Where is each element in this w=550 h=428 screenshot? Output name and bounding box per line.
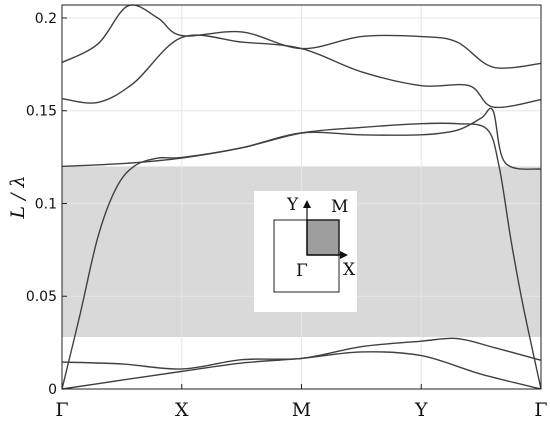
y-tick-label: 0.15	[26, 104, 57, 120]
band-line-6	[61, 4, 542, 69]
y-tick-label: 0.05	[26, 289, 57, 305]
x-tick-label: M	[292, 399, 311, 421]
x-tick-label: Y	[414, 399, 428, 421]
tick-layer: 0 0.05 0.1 0.15 0.2Γ X M Y Γ	[26, 11, 548, 421]
inset-y-arrowhead-icon	[303, 200, 311, 208]
y-tick-label: 0.2	[35, 11, 57, 27]
y-tick-label: 0	[48, 382, 57, 398]
inset-irreducible-zone	[306, 219, 340, 256]
x-tick-label: Γ	[55, 399, 68, 421]
y-axis-label: L / λ	[7, 175, 29, 219]
x-tick-label: X	[175, 399, 189, 421]
inset-label-x: X	[343, 260, 356, 280]
y-tick-label: 0.1	[35, 196, 57, 212]
inset-label-m: M	[331, 197, 348, 217]
inset-x-arrowhead-icon	[340, 251, 348, 259]
inset-label-gamma: Γ	[296, 261, 308, 281]
band-line-4	[61, 107, 542, 170]
x-tick-label: Γ	[534, 399, 547, 421]
inset-label-y: Y	[286, 195, 299, 215]
series-layer	[61, 4, 542, 390]
band-line-2	[61, 337, 542, 370]
brillouin-zone-inset: Y M X Γ	[254, 191, 357, 312]
